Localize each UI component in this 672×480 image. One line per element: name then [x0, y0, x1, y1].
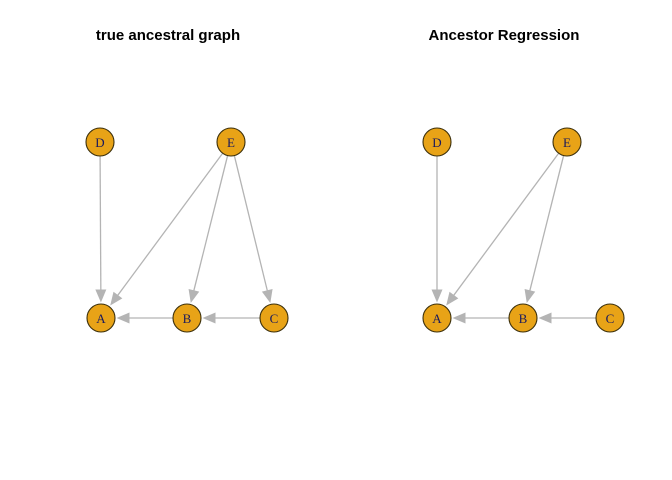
- node-circle-d[interactable]: [422, 127, 452, 157]
- panel-title-right: Ancestor Regression: [428, 27, 580, 44]
- arrowhead-E-to-A: [446, 291, 459, 306]
- graph-node-c[interactable]: C: [595, 303, 625, 333]
- arrowhead-C-to-B: [202, 312, 216, 324]
- edge-D-to-A: [95, 156, 107, 303]
- edge-C-to-B: [202, 312, 260, 324]
- panel-ancestor-regression: Ancestor Regression D E A B C: [336, 0, 672, 480]
- graph-node-b[interactable]: B: [172, 303, 202, 333]
- node-label-b: B: [183, 311, 192, 326]
- edge-E-to-B: [524, 155, 565, 303]
- edge-E-to-A: [446, 153, 559, 306]
- panel-title-left: true ancestral graph: [95, 27, 241, 44]
- arrowhead-C-to-B: [538, 312, 552, 324]
- edge-E-to-A: [110, 153, 223, 306]
- node-circle-c[interactable]: [259, 303, 289, 333]
- node-label-a: A: [96, 311, 106, 326]
- node-circle-a[interactable]: [86, 303, 116, 333]
- arrowhead-B-to-A: [116, 312, 130, 324]
- arrowhead-D-to-A: [95, 289, 107, 303]
- node-circle-e[interactable]: [552, 127, 582, 157]
- edge-E-to-C: [233, 155, 273, 303]
- node-label-e: E: [227, 135, 235, 150]
- graph-node-b[interactable]: B: [508, 303, 538, 333]
- node-label-b: B: [519, 311, 528, 326]
- graph-node-e[interactable]: E: [552, 127, 582, 157]
- graph-node-d[interactable]: D: [422, 127, 452, 157]
- node-circle-b[interactable]: [508, 303, 538, 333]
- node-circle-c[interactable]: [595, 303, 625, 333]
- arrowhead-E-to-C: [261, 289, 273, 303]
- node-circle-d[interactable]: [85, 127, 115, 157]
- panel-true-ancestral-graph: true ancestral graph D E A B C: [85, 27, 289, 333]
- graph-left: D E A B C: [85, 127, 289, 333]
- graph-node-c[interactable]: C: [259, 303, 289, 333]
- node-label-d: D: [432, 135, 441, 150]
- node-label-c: C: [270, 311, 279, 326]
- graph-node-e[interactable]: E: [216, 127, 246, 157]
- arrowhead-E-to-A: [110, 291, 123, 306]
- arrowhead-E-to-B: [188, 289, 200, 303]
- graph-node-a[interactable]: A: [422, 303, 452, 333]
- arrowhead-D-to-A: [431, 289, 443, 303]
- node-circle-e[interactable]: [216, 127, 246, 157]
- edge-C-to-B: [538, 312, 596, 324]
- graph-node-a[interactable]: A: [86, 303, 116, 333]
- edge-B-to-A: [116, 312, 173, 324]
- arrowhead-B-to-A: [452, 312, 466, 324]
- edge-E-to-B: [188, 155, 229, 303]
- edge-D-to-A: [431, 156, 443, 303]
- node-circle-b[interactable]: [172, 303, 202, 333]
- edge-B-to-A: [452, 312, 509, 324]
- node-label-c: C: [606, 311, 615, 326]
- node-label-e: E: [563, 135, 571, 150]
- graph-node-d[interactable]: D: [85, 127, 115, 157]
- node-label-d: D: [95, 135, 104, 150]
- node-circle-a[interactable]: [422, 303, 452, 333]
- graph-right: D E A B C: [422, 127, 625, 333]
- node-label-a: A: [432, 311, 442, 326]
- arrowhead-E-to-B: [524, 289, 536, 303]
